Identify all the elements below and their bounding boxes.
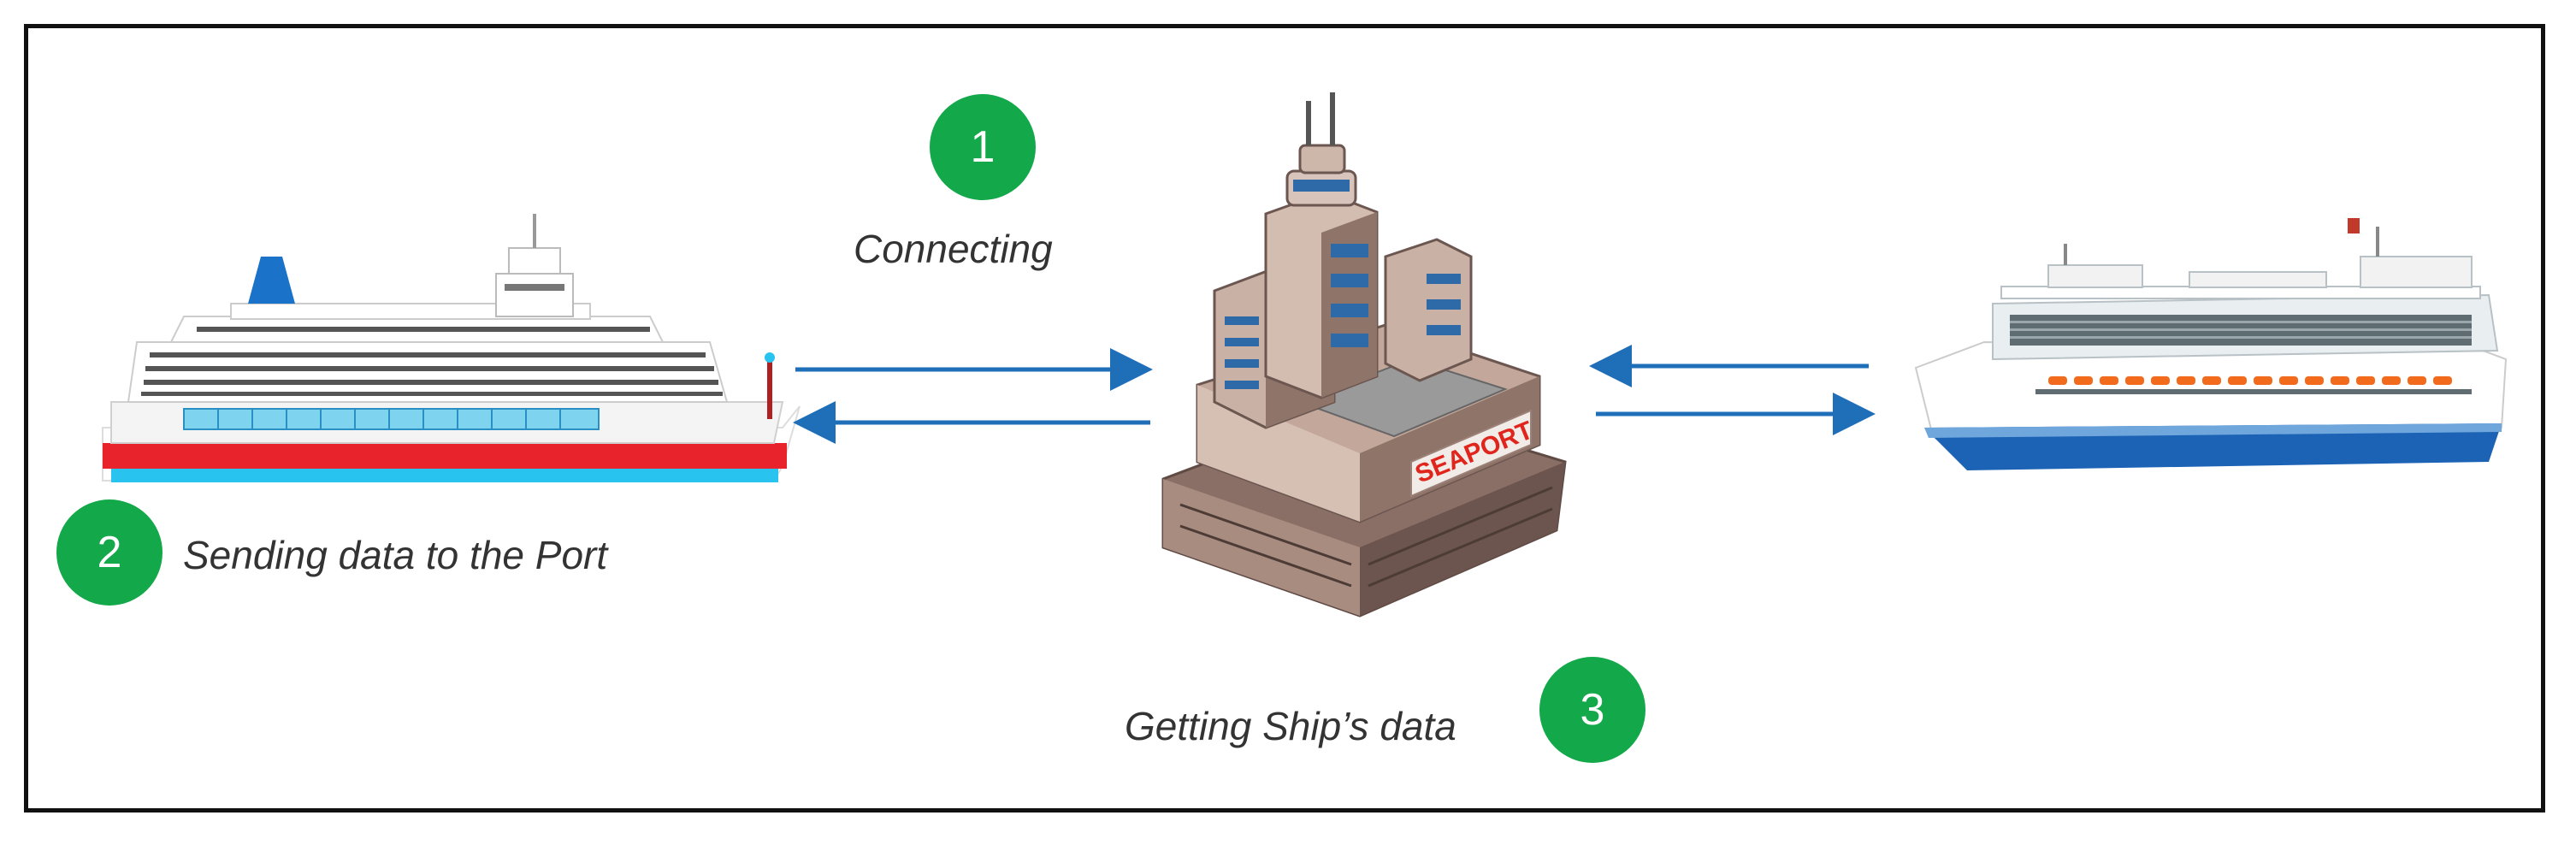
left-ship-icon bbox=[102, 214, 801, 482]
step-3-label: Getting Ship’s data bbox=[1125, 704, 1456, 748]
step-1-badge: 1 bbox=[930, 94, 1036, 200]
seaport-building-icon: SEAPORT bbox=[1161, 92, 1567, 618]
step-1-label: Connecting bbox=[854, 227, 1053, 271]
right-ship-icon bbox=[1914, 218, 2508, 470]
step-2-label: Sending data to the Port bbox=[183, 533, 608, 577]
step-3-badge: 3 bbox=[1539, 657, 1645, 763]
step-2-badge: 2 bbox=[56, 499, 162, 606]
